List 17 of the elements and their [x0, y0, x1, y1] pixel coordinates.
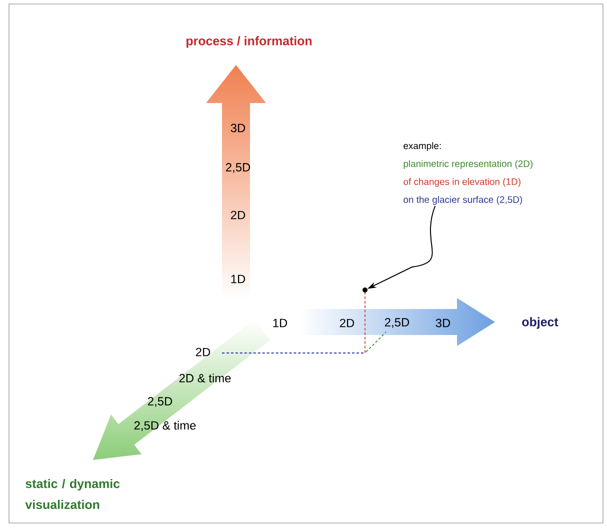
axis-title: static / dynamic visualization [25, 478, 120, 510]
tick-label: 1D [231, 274, 246, 284]
tick-label: 2,5D & time [134, 420, 196, 432]
tick-label: 3D [230, 124, 246, 132]
axis-title: object [522, 317, 558, 329]
tick-label: 3D [436, 318, 450, 328]
tick-label: 2,5D [384, 318, 410, 328]
axis-title: process / information [186, 36, 312, 48]
tick-label: 2D & time [179, 374, 231, 382]
tick-label: 2,5D [148, 397, 172, 407]
tick-label: 2D [230, 210, 246, 220]
tick-label: 2D [196, 348, 210, 356]
annotation-text: example: planimetric representation (2D) of changes in elevation (1D) on the glacier surface (2,5D) [404, 142, 532, 205]
point-marker [362, 288, 368, 292]
tick-label: 2,5D [226, 163, 250, 173]
tick-label: 1D [273, 318, 288, 328]
tick-label: 2D [340, 318, 354, 328]
